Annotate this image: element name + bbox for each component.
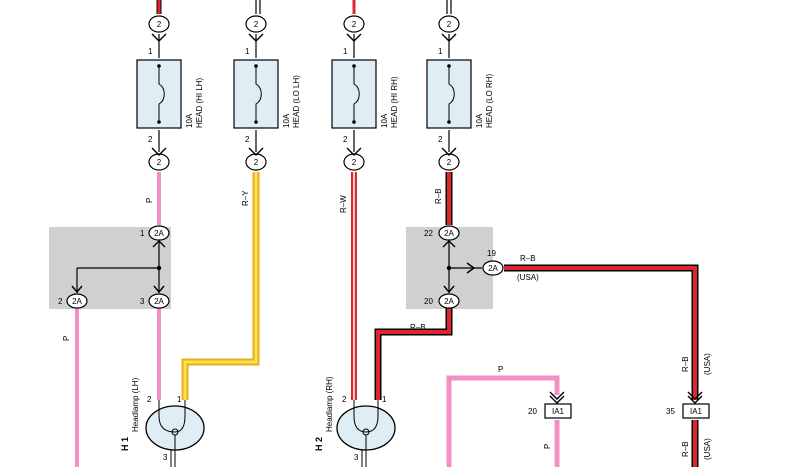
fuse3-name: HEAD (HI RH) (390, 76, 399, 128)
fuse3-pin-bottom: 2 (343, 135, 348, 144)
headlamp-rh-pin-a: 2 (342, 395, 347, 404)
junction-right-conn-right: 2A (488, 264, 498, 273)
fuse4-rating: 10A (475, 113, 484, 128)
fuse4-pin-top: 1 (438, 47, 443, 56)
fuse3-conn-top: 2 (352, 20, 357, 29)
wire-rb-fuse4 (374, 0, 699, 467)
junction-left-pin-left: 2 (58, 297, 63, 306)
fuse4-conn-bottom: 2 (447, 158, 452, 167)
wire-label-fuse3: R–W (339, 195, 348, 213)
wire-label-ia1-35-top-note: (USA) (703, 353, 712, 375)
headlamp-lh-pin-a: 2 (147, 395, 152, 404)
wire-p-ia1 (446, 375, 560, 467)
wire-label-left-out: P (62, 336, 71, 341)
fuse1-name: HEAD (HI LH) (195, 77, 204, 128)
fuse1-conn-top: 2 (157, 20, 162, 29)
fuse-head-lo-rh (426, 59, 472, 129)
wire-label-fuse1: P (145, 198, 154, 203)
wire-label-ia1-35-top: R–B (681, 356, 690, 372)
wire-label-right-rb: R–B (520, 254, 536, 263)
fuse2-name: HEAD (LO LH) (292, 75, 301, 128)
wire-label-ia1-35-bottom-note: (USA) (703, 438, 712, 460)
headlamp-lh (145, 400, 205, 467)
headlamp-lh-pin-bottom: 3 (163, 453, 168, 462)
fuse-head-lo-lh (233, 59, 279, 129)
headlamp-rh-pin-bottom: 3 (354, 453, 359, 462)
wire-label-ia1-20-top: P (498, 365, 503, 374)
junction-right-pin-bottom: 20 (424, 297, 433, 306)
fuse-head-hi-lh (136, 59, 182, 129)
fuse1-rating: 10A (185, 113, 194, 128)
ia1-20-pin: 20 (528, 407, 537, 416)
fuse2-pin-bottom: 2 (245, 135, 250, 144)
wire-label-ia1-35-bottom: R–B (681, 441, 690, 457)
junction-left-pin-bottom: 3 (140, 297, 145, 306)
fuse-connectors (148, 15, 460, 171)
wire-label-ia1-20-bottom: P (543, 444, 552, 449)
junction-right-pin-top: 22 (424, 229, 433, 238)
fuse4-conn-top: 2 (447, 20, 452, 29)
ia1-35-pin: 35 (666, 407, 675, 416)
ia1-connector-35 (682, 391, 710, 419)
junction-right-connectors (438, 225, 504, 309)
fuse-head-hi-rh (331, 59, 377, 129)
ia1-20-label: IA1 (552, 407, 565, 416)
headlamp-rh (336, 400, 396, 467)
fuse1-pin-bottom: 2 (148, 135, 153, 144)
wire-label-fuse4: R–B (434, 188, 443, 204)
junction-right-conn-top: 2A (444, 229, 454, 238)
headlamp-lh-pin-b: 1 (177, 395, 182, 404)
fuse2-conn-bottom: 2 (254, 158, 259, 167)
wire-label-right-usa: (USA) (517, 273, 539, 282)
fuse1-conn-bottom: 2 (157, 158, 162, 167)
wire-label-fuse2: R–Y (241, 190, 250, 206)
headlamp-lh-code: H 1 (120, 437, 130, 451)
wire-label-right-bottom: R–B (410, 323, 426, 332)
fuse3-pin-top: 1 (343, 47, 348, 56)
fuse2-rating: 10A (282, 113, 291, 128)
fuse2-conn-top: 2 (254, 20, 259, 29)
junction-left-pin-top: 1 (140, 229, 145, 238)
ia1-35-label: IA1 (690, 407, 703, 416)
fuse4-pin-bottom: 2 (438, 135, 443, 144)
headlamp-rh-pin-b: 1 (382, 395, 387, 404)
headlamp-rh-name: Headlamp (RH) (325, 376, 334, 432)
junction-right-pin-right: 19 (487, 249, 496, 258)
fuse1-pin-top: 1 (148, 47, 153, 56)
headlamp-lh-name: Headlamp (LH) (131, 377, 140, 432)
fuse3-rating: 10A (380, 113, 389, 128)
fuse3-conn-bottom: 2 (352, 158, 357, 167)
junction-left-conn-left: 2A (72, 297, 82, 306)
junction-left-connectors (66, 225, 170, 309)
ia1-connector-20 (544, 391, 572, 419)
fuse4-name: HEAD (LO RH) (485, 73, 494, 128)
wire-ry-fuse2 (181, 0, 261, 400)
wire-p-fuse1 (75, 0, 162, 467)
junction-left-conn-top: 2A (154, 229, 164, 238)
junction-left-conn-bottom: 2A (154, 297, 164, 306)
headlamp-rh-code: H 2 (314, 437, 324, 451)
junction-right-conn-bottom: 2A (444, 297, 454, 306)
fuse2-pin-top: 1 (245, 47, 250, 56)
